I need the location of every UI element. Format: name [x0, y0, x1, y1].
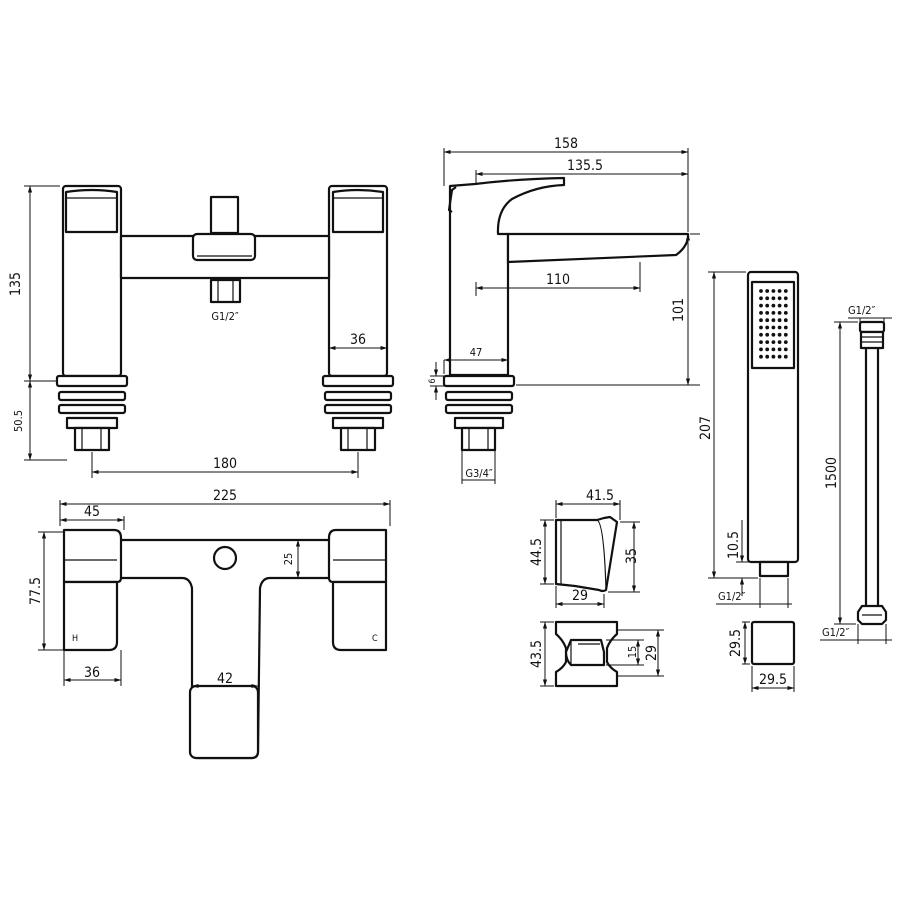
holder-width-label: 41.5 [586, 488, 614, 504]
nozzle-dot [783, 332, 788, 337]
handset-nozzle-grid [759, 289, 788, 359]
nozzle-dot [771, 318, 776, 323]
nozzle-dot [765, 311, 770, 315]
holder-side-view: 41.5 44.5 35 29 [529, 488, 640, 608]
nozzle-dot [765, 325, 770, 330]
handset-conn-label: 10.5 [726, 531, 742, 559]
top-handle-len-label: 45 [84, 504, 100, 520]
nozzle-dot [771, 332, 776, 337]
top-spout-width-label: 42 [217, 671, 233, 687]
nozzle-dot [777, 303, 782, 308]
nozzle-dot [777, 347, 782, 352]
nozzle-dot [765, 318, 770, 323]
handset-length-label: 207 [698, 416, 714, 440]
front-diverter [191, 195, 257, 304]
front-lower-label: 50.5 [12, 410, 25, 432]
nozzle-dot [777, 296, 782, 301]
nozzle-dot [771, 296, 776, 301]
front-left-pillar [55, 184, 129, 452]
front-handle-width-label: 36 [350, 332, 366, 348]
nozzle-dot [771, 354, 776, 359]
nozzle-dot [777, 332, 782, 337]
side-deck-depth-label: 47 [470, 346, 483, 359]
nozzle-dot [759, 318, 763, 323]
nozzle-dot [771, 325, 776, 330]
side-deck-label: 6 [428, 378, 438, 383]
side-thread-label: G3/4″ [465, 467, 493, 480]
nozzle-dot [759, 340, 763, 344]
side-height-label: 101 [671, 298, 687, 322]
nozzle-dot [765, 347, 770, 352]
handset-thread-label: G1/2″ [718, 590, 746, 603]
nozzle-dot [765, 340, 770, 344]
hose-thread-bottom-label: G1/2″ [822, 626, 850, 639]
nozzle-dot [777, 311, 782, 315]
holder-height-label: 44.5 [529, 538, 545, 566]
front-height-label: 135 [8, 272, 24, 296]
nozzle-dot [771, 303, 776, 308]
nozzle-dot [783, 347, 788, 352]
nozzle-dot [759, 289, 763, 293]
top-body-label: 25 [282, 553, 295, 566]
side-view: 158 135.5 110 101 47 6 G3/4″ [428, 136, 700, 484]
nozzle-dot [759, 347, 763, 352]
nozzle-dot [777, 354, 782, 359]
holder2-inner-label: 15 [626, 646, 639, 659]
nozzle-dot [765, 332, 770, 337]
nozzle-dot [783, 354, 788, 359]
top-handle-width-label: 36 [84, 665, 100, 681]
nozzle-dot [777, 318, 782, 323]
nozzle-dot [759, 332, 763, 337]
front-view: G1/2″ 135 50.5 180 36 [8, 184, 395, 478]
nozzle-dot [777, 289, 782, 293]
nozzle-dot [777, 325, 782, 330]
holder-base-label: 29 [572, 588, 588, 604]
nozzle-dot [759, 311, 763, 315]
front-right-pillar [321, 184, 395, 452]
side-total-label: 158 [554, 136, 578, 152]
nozzle-dot [783, 296, 788, 301]
nozzle-dot [777, 340, 782, 344]
nozzle-dot [783, 303, 788, 308]
holder-face-label: 35 [624, 548, 640, 564]
holder-front-view: 43.5 15 29 [529, 620, 664, 688]
side-handle-reach-label: 135.5 [567, 158, 603, 174]
hot-marker: H [72, 634, 78, 644]
nozzle-dot [765, 354, 770, 359]
nozzle-dot [771, 340, 776, 344]
nozzle-dot [783, 289, 788, 293]
nozzle-dot [771, 311, 776, 315]
nozzle-dot [759, 354, 763, 359]
shower-handset: 207 10.5 G1/2″ 29.5 29.5 [698, 270, 800, 692]
side-spout-reach-label: 110 [546, 272, 570, 288]
nozzle-dot [771, 347, 776, 352]
holder2-height-label: 43.5 [529, 640, 545, 668]
cold-marker: C [372, 634, 378, 644]
nozzle-dot [765, 296, 770, 301]
shower-hose: G1/2″ 1500 G1/2″ [820, 304, 892, 644]
nozzle-dot [783, 325, 788, 330]
nozzle-dot [783, 318, 788, 323]
hose-length-label: 1500 [824, 457, 840, 489]
nozzle-dot [759, 303, 763, 308]
handset-end-height-label: 29.5 [728, 629, 744, 657]
nozzle-dot [759, 296, 763, 301]
front-thread-label: G1/2″ [211, 310, 239, 323]
nozzle-dot [765, 289, 770, 293]
nozzle-dot [765, 303, 770, 308]
nozzle-dot [759, 325, 763, 330]
handset-end-width-label: 29.5 [759, 672, 787, 688]
holder2-outer-label: 29 [644, 645, 660, 661]
nozzle-dot [771, 289, 776, 293]
nozzle-dot [783, 311, 788, 315]
top-depth-label: 77.5 [28, 577, 44, 605]
top-view: H C 225 45 77.5 25 36 42 [28, 488, 391, 760]
top-total-label: 225 [213, 488, 237, 504]
nozzle-dot [783, 340, 788, 344]
hose-thread-top-label: G1/2″ [848, 304, 876, 317]
front-centers-label: 180 [213, 456, 237, 472]
